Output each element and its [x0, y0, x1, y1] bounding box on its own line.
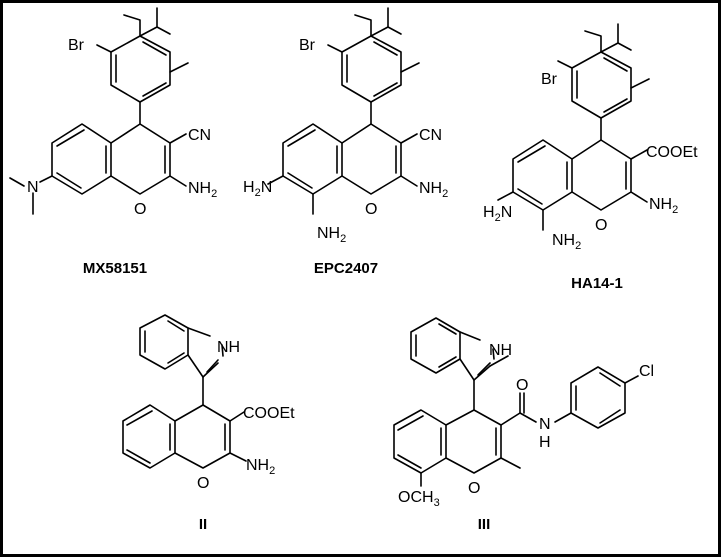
amino-label-left: H2N	[243, 179, 272, 199]
compound-name-iii: III	[478, 516, 491, 533]
amide-hydrogen-label: H	[539, 434, 551, 451]
amino-label: NH2	[188, 180, 217, 200]
compound-name-ii: II	[199, 516, 207, 533]
amino-label-left: H2N	[483, 204, 512, 224]
ring-oxygen-label: O	[134, 201, 146, 218]
ring-oxygen-label: O	[468, 480, 480, 497]
amide-nitrogen-label: N	[539, 416, 551, 433]
chloro-label: Cl	[639, 363, 654, 380]
ring-oxygen-label: O	[197, 475, 209, 492]
ring-oxygen-label: O	[365, 201, 377, 218]
compound-name-mx58151: MX58151	[83, 260, 147, 277]
ring-oxygen-label: O	[595, 217, 607, 234]
structure-epc2407: Br CN NH2 O H2N NH2 EPC2407	[243, 7, 448, 277]
cyano-label: CN	[419, 127, 442, 144]
bromo-label: Br	[68, 37, 85, 54]
dimethylamino-label: N	[27, 179, 39, 196]
amino-label: NH2	[419, 180, 448, 200]
amide-oxygen-label: O	[516, 377, 528, 394]
structure-ii: NH COOEt NH2 O II	[122, 314, 295, 533]
methoxy-label: OCH3	[398, 489, 440, 509]
amino-label-bottom: NH2	[552, 232, 581, 252]
indole-nh-label: NH	[489, 342, 512, 359]
cyano-label: CN	[188, 127, 211, 144]
ester-label: COOEt	[646, 144, 698, 161]
structure-mx58151: Br CN NH2 O N MX58151	[9, 7, 217, 277]
amino-label: NH2	[246, 457, 275, 477]
structure-iii: NH O N H Cl O OCH3 III	[393, 317, 654, 533]
indole-nh-label: NH	[217, 339, 240, 356]
amino-label-bottom: NH2	[317, 225, 346, 245]
ester-label: COOEt	[243, 405, 295, 422]
amino-label: NH2	[649, 196, 678, 216]
bromo-label: Br	[299, 37, 316, 54]
compound-name-epc2407: EPC2407	[314, 260, 378, 277]
compound-name-ha14-1: HA14-1	[571, 275, 623, 292]
structure-ha14-1: Br COOEt NH2 O H2N NH2 HA14-1	[483, 23, 698, 292]
bromo-label: Br	[541, 71, 558, 88]
